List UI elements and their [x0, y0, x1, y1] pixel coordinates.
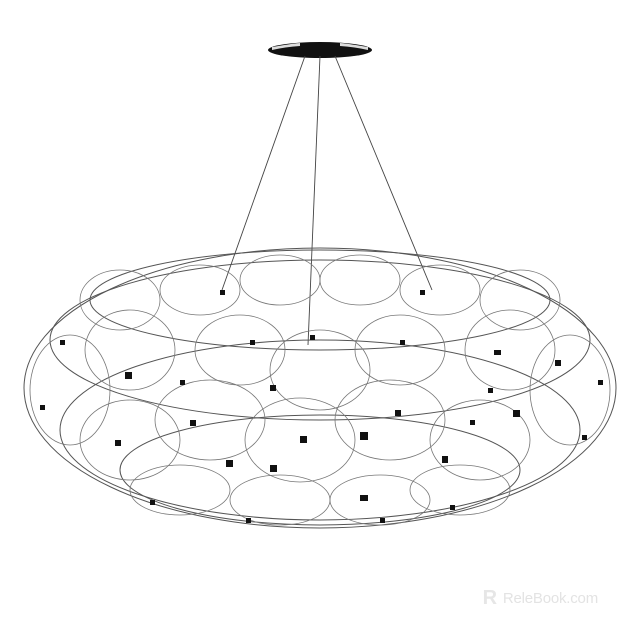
suspension-cables [221, 55, 433, 346]
mesh-nodes [40, 290, 603, 523]
wire-mesh-body [23, 247, 617, 529]
watermark-logo-icon: R [482, 587, 497, 609]
watermark-text: ReleBook.com [502, 590, 598, 607]
ceiling-canopy [268, 42, 372, 58]
watermark: R ReleBook.com [482, 587, 599, 610]
